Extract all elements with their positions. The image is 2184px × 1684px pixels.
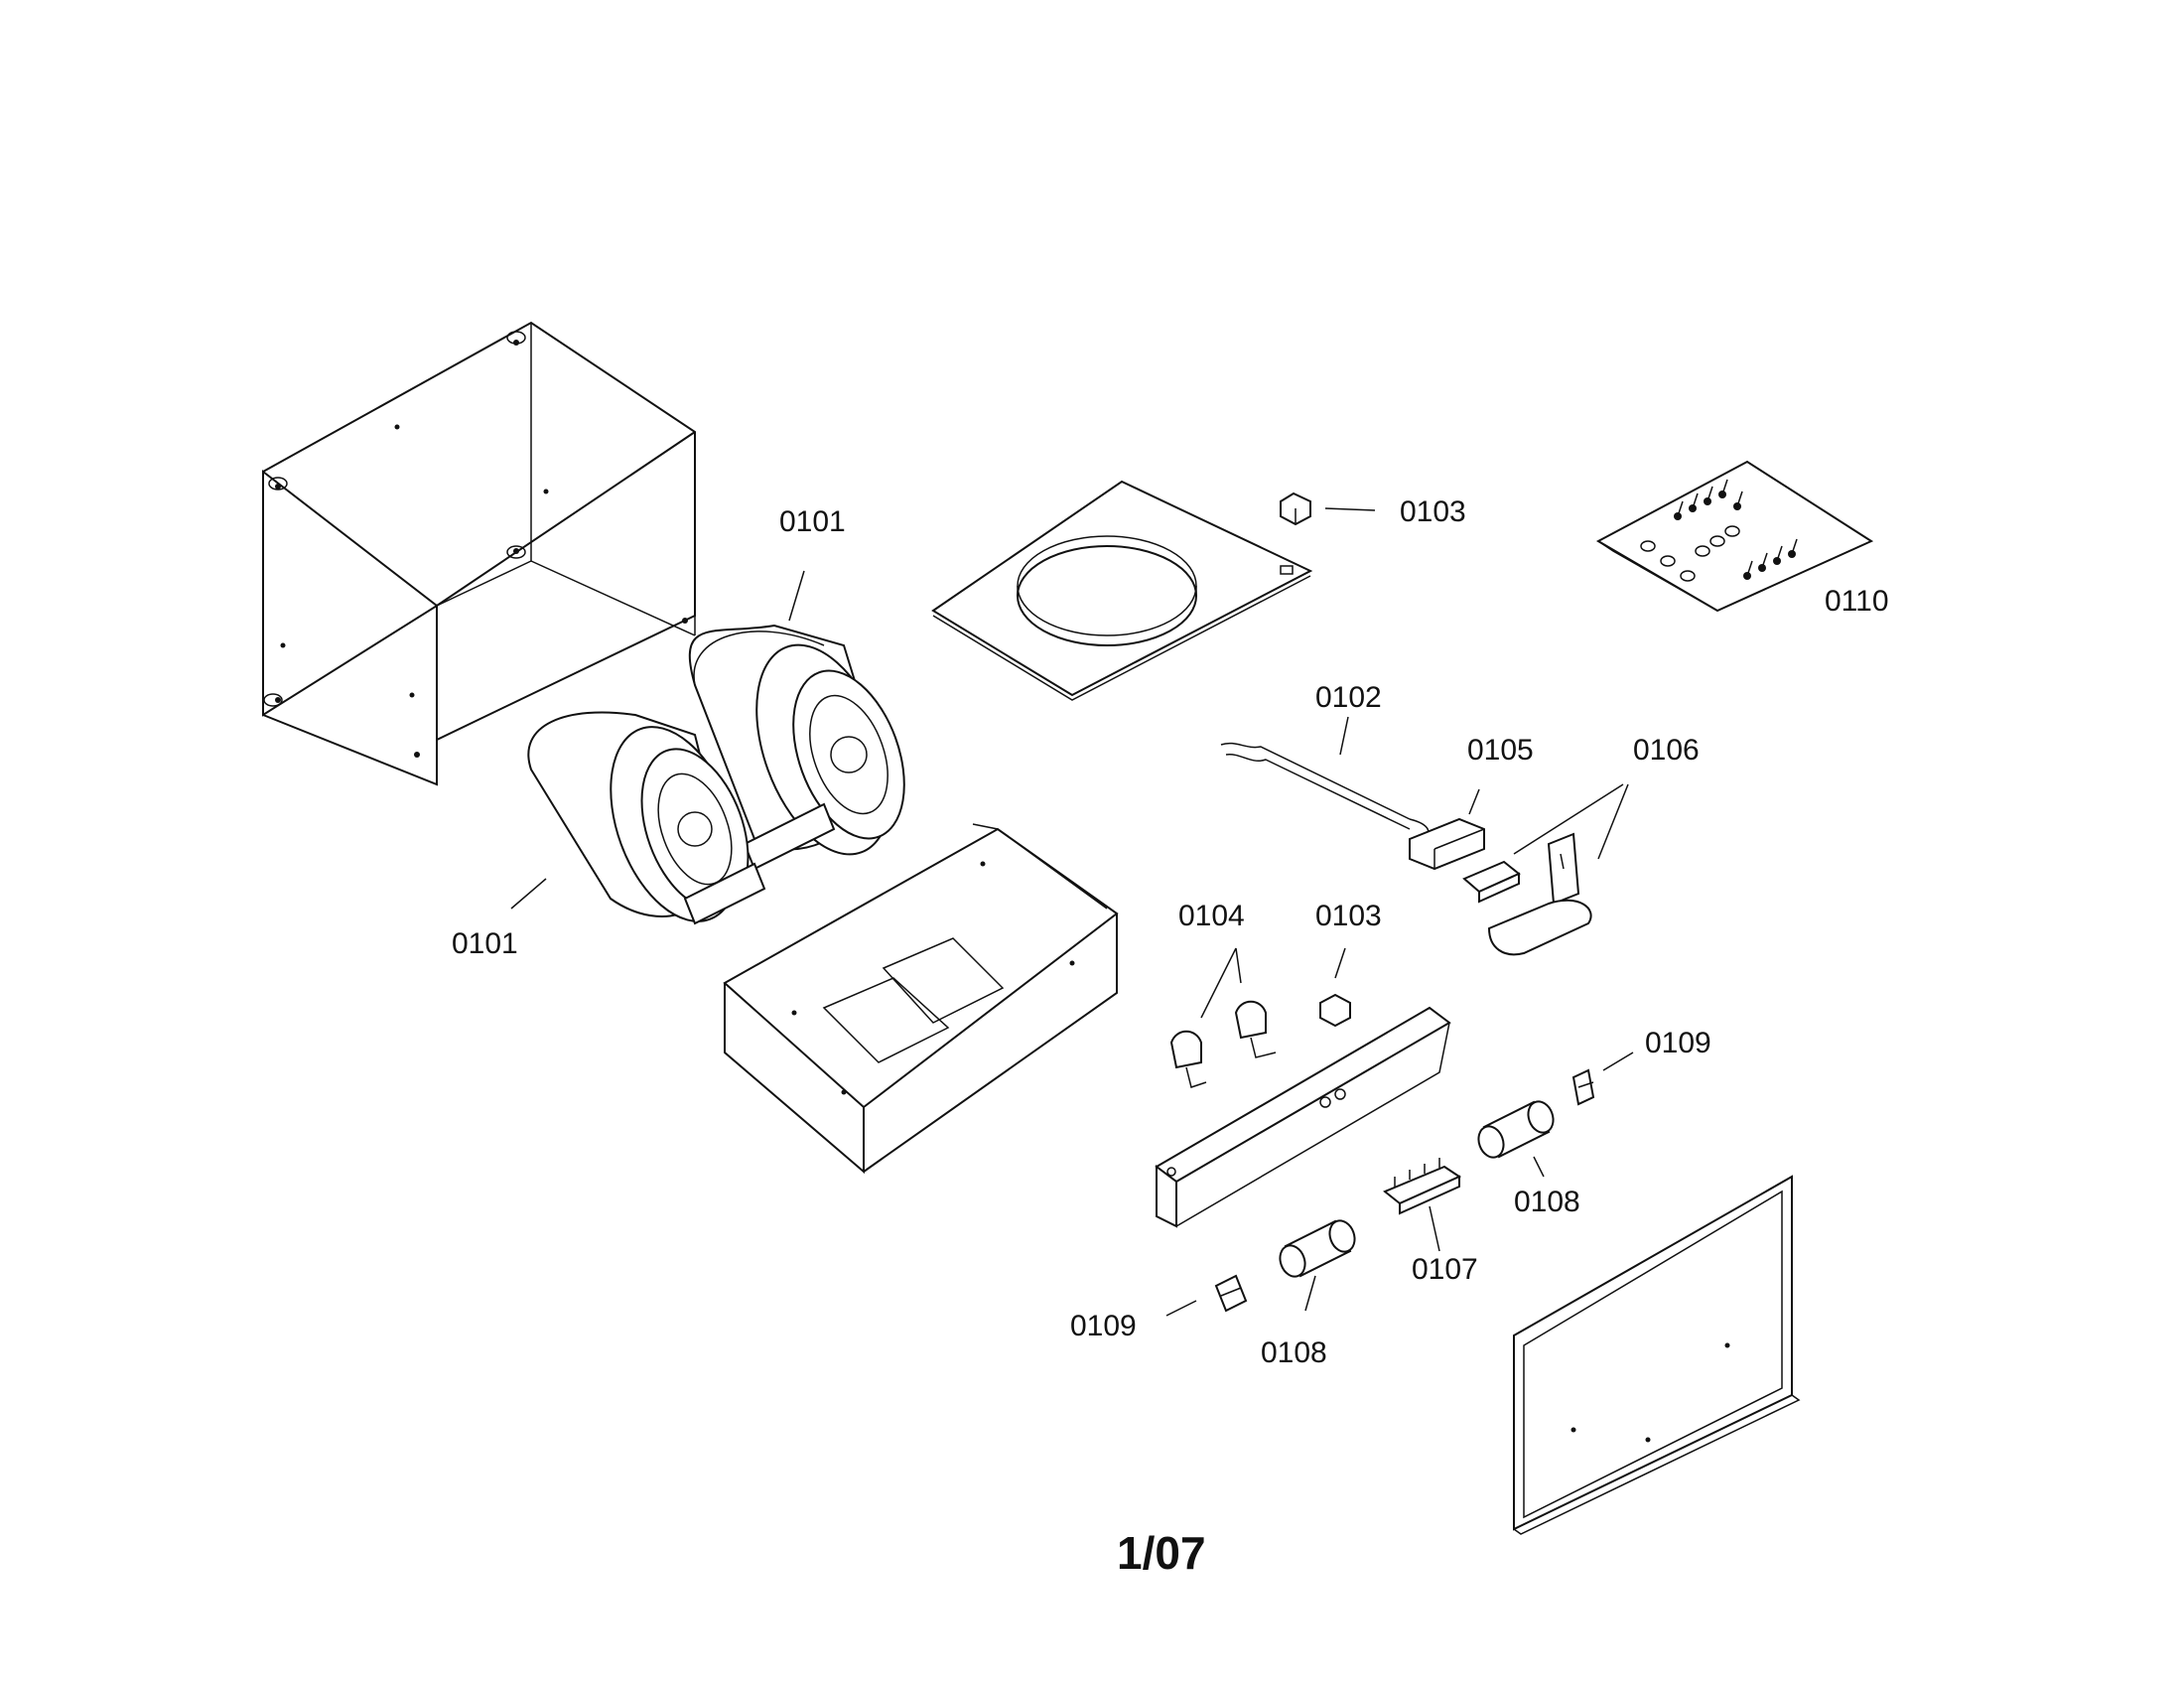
callout-0104: 0104	[1178, 900, 1245, 932]
callout-0108-right: 0108	[1514, 1186, 1580, 1218]
wire-harness	[1220, 742, 1430, 840]
callout-0101-front: 0101	[452, 927, 518, 960]
callout-0106: 0106	[1633, 734, 1700, 767]
callout-0103-top: 0103	[1400, 495, 1466, 528]
housing-back-panel	[262, 321, 696, 786]
callout-0108-left: 0108	[1261, 1336, 1327, 1369]
bracket-0109-right	[1571, 1068, 1595, 1106]
blower-motor-front	[527, 711, 766, 925]
terminal-strip-0107	[1383, 1158, 1462, 1215]
callout-0110: 0110	[1825, 585, 1889, 618]
top-plate	[931, 480, 1313, 701]
chassis-tray	[723, 823, 1119, 1175]
callout-0102: 0102	[1315, 681, 1382, 714]
page-number: 1/07	[1117, 1527, 1206, 1579]
capacitor-right	[1477, 1100, 1555, 1159]
control-rail	[1155, 1006, 1451, 1228]
clip-0104-left	[1169, 1030, 1207, 1088]
callout-0107: 0107	[1412, 1253, 1478, 1286]
callout-0109-left: 0109	[1070, 1310, 1137, 1342]
blower-motor-rear	[688, 624, 905, 871]
nut-middle	[1319, 993, 1351, 1028]
callout-labels: 0101 0101 0103 0110 0102 0105 0106 0104 …	[452, 495, 1889, 1369]
callout-0109-right: 0109	[1645, 1027, 1711, 1059]
callout-0103-middle: 0103	[1315, 900, 1382, 932]
terminal-block-0105	[1409, 817, 1485, 871]
connector-0106	[1462, 860, 1521, 904]
bracket-0106	[1487, 832, 1592, 956]
front-cover-panel	[1513, 1175, 1801, 1535]
callout-0101-rear: 0101	[779, 505, 846, 538]
callout-0105: 0105	[1467, 734, 1534, 767]
nut-top	[1280, 491, 1311, 526]
capacitor-left	[1279, 1219, 1356, 1278]
bracket-0109-left	[1214, 1274, 1248, 1313]
hardware-bag	[1595, 460, 1874, 613]
leader-lines	[510, 507, 1634, 1317]
clip-0104-right	[1234, 1000, 1277, 1058]
